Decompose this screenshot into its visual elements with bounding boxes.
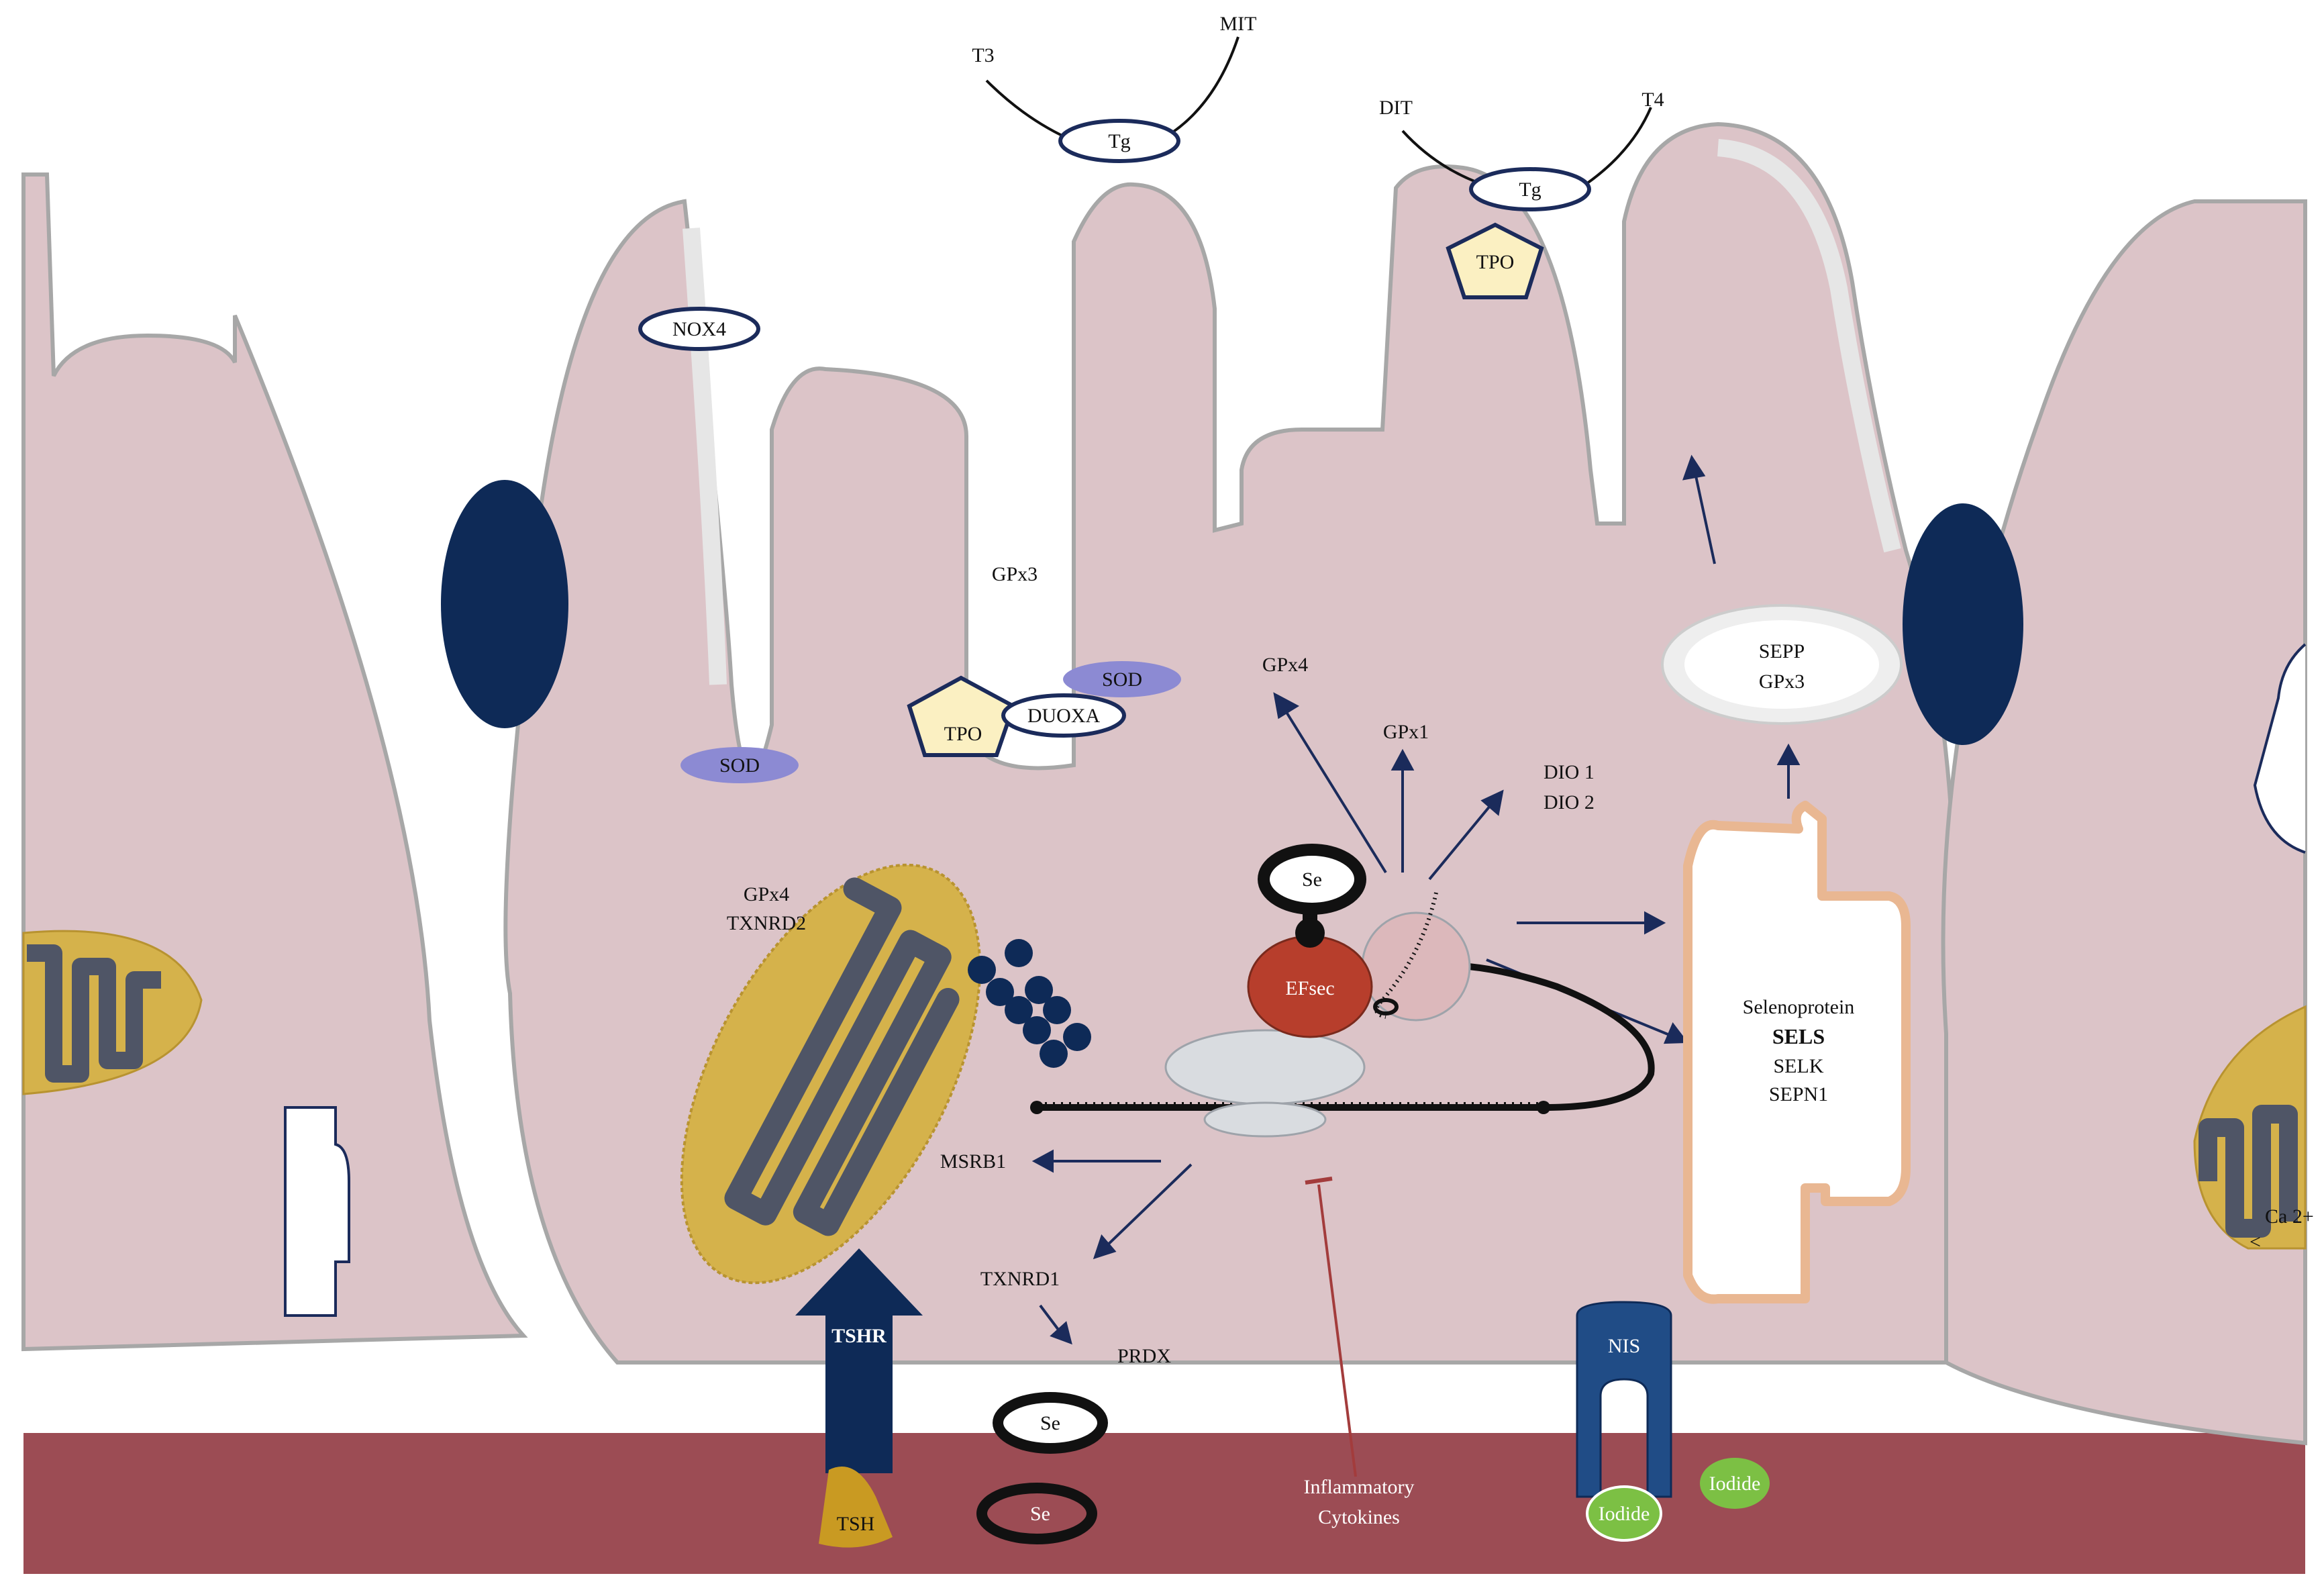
se-lower-ring [976, 1483, 1097, 1544]
er-main [1683, 801, 1911, 1304]
txnrd1-label: TXNRD1 [980, 1268, 1060, 1290]
gpx4-mito-label: GPx4 [744, 883, 789, 905]
nis-channel-label: NIS [1608, 1335, 1640, 1357]
dit-label: DIT [1379, 97, 1413, 119]
sod-left-label: SOD [719, 754, 760, 777]
er-right-fragment [2253, 643, 2307, 854]
t3-label: T3 [972, 44, 994, 66]
selk-label: SELK [1774, 1055, 1824, 1077]
tshr-arrow-icon [795, 1248, 923, 1473]
mitochondrion-main [680, 863, 982, 1285]
mitochondrion-left-partial [22, 930, 203, 1095]
tg-top-arc-right [1163, 36, 1240, 139]
ca2-label: Ca 2+ [2265, 1205, 2314, 1228]
efsec-label: EFsec [1285, 977, 1334, 999]
se-trna-label: Se [1302, 869, 1322, 891]
cell-right-partial [1941, 199, 2307, 1446]
sepp-label: SEPP [1759, 640, 1805, 662]
arrow-to-er-lower-head [1663, 1022, 1688, 1044]
t4-label: T4 [1641, 89, 1664, 111]
tsh-label: TSH [837, 1513, 875, 1535]
cell-left-partial [21, 172, 528, 1352]
lt-symbol: < [2250, 1231, 2261, 1253]
dio2-label: DIO 2 [1544, 791, 1595, 813]
sod-right-label: SOD [1102, 668, 1142, 691]
gpx3-vesicle-label: GPx3 [1759, 671, 1805, 693]
gpx1-label: GPx1 [1383, 721, 1429, 743]
arrow-er-to-vesicle-head [1776, 743, 1801, 765]
tg-top-ellipse [1058, 119, 1180, 163]
mitochondrion-right-partial [2193, 1005, 2307, 1250]
inflammatory-label: Inflammatory [1304, 1476, 1415, 1498]
vesicle-inner [1684, 620, 1879, 709]
msrb1-label: MSRB1 [940, 1150, 1006, 1173]
tg-top-arc-left [985, 79, 1074, 142]
nis-channel [1576, 1301, 1672, 1498]
nox4-ellipse [638, 307, 760, 351]
tshr-label: TSHR [831, 1325, 887, 1347]
nucleus-right [1903, 503, 2023, 745]
gpx4-top-label: GPx4 [1262, 654, 1308, 676]
arrow-to-msrb1-head [1031, 1149, 1054, 1173]
arrow-to-gpx1-head [1391, 748, 1415, 771]
inhibition-line [1317, 1184, 1357, 1477]
arrow-vesicle-to-apex [1693, 469, 1716, 564]
inhibition-bar-icon [1305, 1177, 1333, 1185]
nis-left-label: NIS [24, 1358, 56, 1381]
er-left-fragment [284, 1106, 350, 1317]
arrow-txnrd1-to-prdx [1039, 1304, 1062, 1334]
gpx3-lumen-label: GPx3 [992, 563, 1038, 585]
duoxa-ellipse [1001, 693, 1126, 738]
trna-loop [1373, 998, 1399, 1015]
se-upper-label: Se [1040, 1412, 1060, 1434]
iodide-channel-ellipse [1586, 1485, 1662, 1542]
arrow-to-gpx4-head [1273, 692, 1300, 720]
selenium-dot-cluster [968, 939, 1091, 1068]
iodide-channel-label: Iodide [1599, 1503, 1650, 1525]
efsec-knob [1295, 918, 1325, 948]
basement-membrane [23, 1433, 2305, 1574]
arrow-txnrd1-to-prdx-head [1050, 1321, 1072, 1345]
mit-label: MIT [1220, 13, 1257, 35]
cytokines-label: Cytokines [1318, 1506, 1400, 1528]
selenoprotein-label: Selenoprotein [1743, 996, 1855, 1018]
tg-right-arc-right [1579, 107, 1652, 189]
arrow-to-txnrd1 [1103, 1163, 1193, 1250]
tg-right-label: Tg [1519, 179, 1541, 201]
nox4-label: NOX4 [672, 318, 726, 340]
nucleus-left [441, 480, 568, 728]
membrane-inner-band [683, 228, 727, 685]
se-upper-ring [993, 1392, 1108, 1454]
arrow-to-txnrd1-head [1093, 1234, 1117, 1260]
arrow-to-dio [1428, 801, 1495, 881]
arrow-to-dio-head [1480, 789, 1504, 816]
tpo-top-pentagon [1446, 222, 1544, 299]
prdx-label: PRDX [1117, 1345, 1171, 1367]
tpo-mid-pentagon [907, 675, 1016, 757]
arrow-to-gpx4 [1280, 703, 1387, 874]
iodide-free-label: Iodide [1709, 1473, 1761, 1495]
tpo-top-label: TPO [1476, 251, 1515, 273]
iodide-free-ellipse [1700, 1458, 1770, 1509]
tg-top-label: Tg [1108, 130, 1130, 152]
sod-right-ellipse [1063, 661, 1181, 697]
tsh-shape [819, 1467, 893, 1548]
sod-left-ellipse [680, 747, 799, 783]
tg-right-ellipse [1469, 167, 1591, 211]
dio1-label: DIO 1 [1544, 761, 1595, 783]
tpo-mid-label: TPO [944, 723, 982, 745]
arrow-vesicle-to-apex-head [1682, 454, 1706, 481]
sepn1-label: SEPN1 [1769, 1083, 1828, 1105]
sels-label: SELS [1772, 1024, 1825, 1048]
arrow-to-er-head [1644, 911, 1666, 935]
se-lower-label: Se [1030, 1503, 1050, 1525]
duoxa-label: DUOXA [1027, 705, 1101, 727]
ribosome-icon [1164, 1029, 1366, 1138]
tg-right-arc-left [1401, 130, 1484, 186]
se-trna-ring [1258, 844, 1366, 915]
txnrd2-label: TXNRD2 [727, 912, 806, 934]
membrane-inner-band-right [1717, 139, 1901, 553]
